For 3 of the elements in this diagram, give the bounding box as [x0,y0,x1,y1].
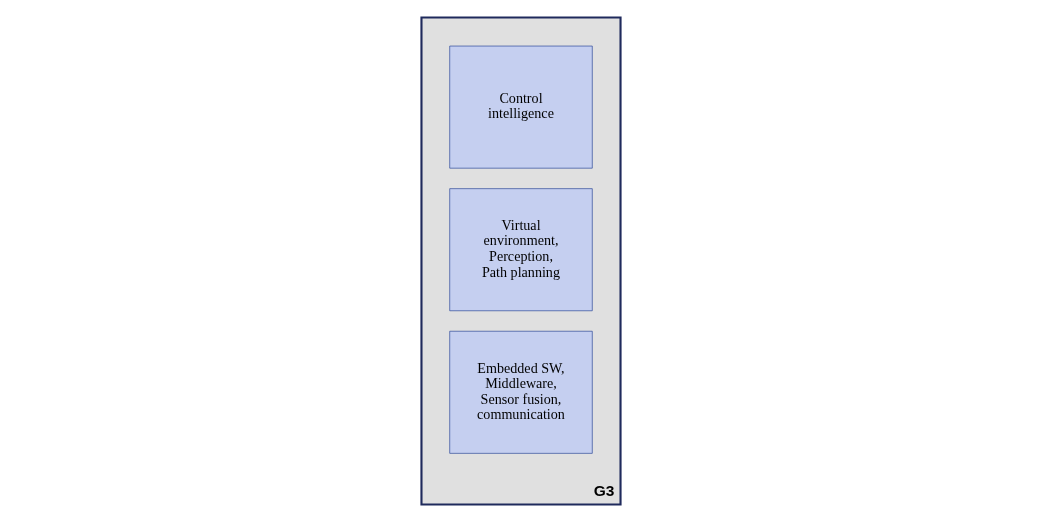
node-box: Embedded SW, Middleware, Sensor fusion, communication [448,330,593,454]
node-box: Control intelligence [448,45,593,169]
node-box: Virtual environment, Perception, Path planning [448,188,593,312]
